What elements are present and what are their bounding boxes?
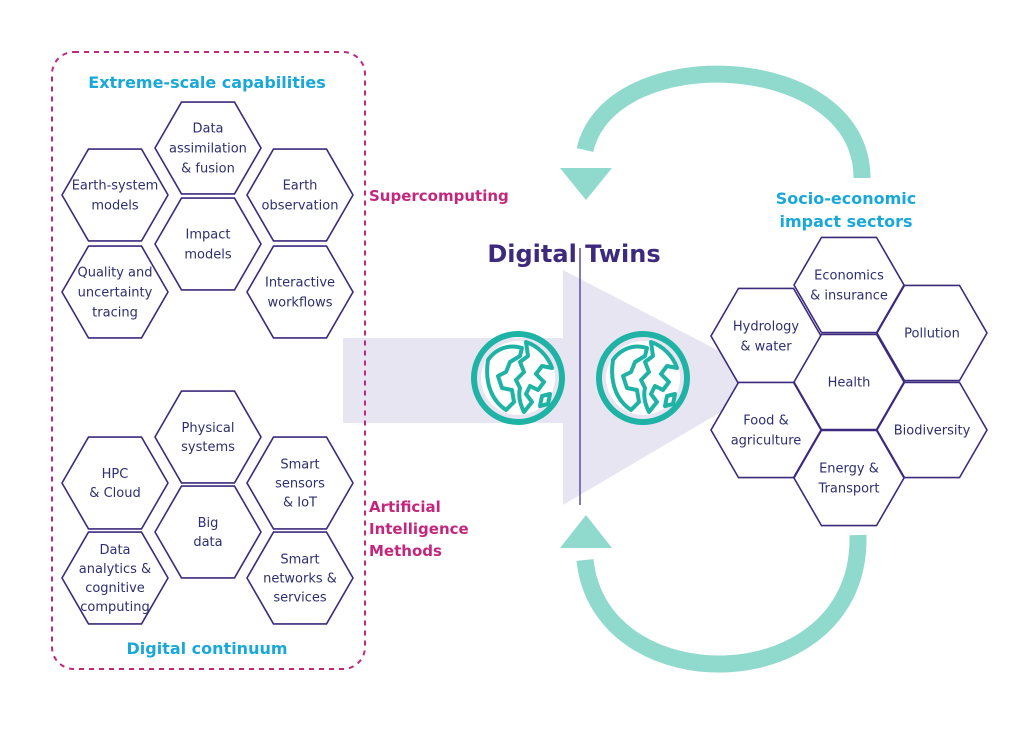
globe-continent: [538, 392, 552, 408]
hex-label: Economics& insurance: [810, 269, 888, 304]
globe-continent: [485, 344, 524, 412]
hex-cell: Energy &Transport: [793, 429, 905, 527]
hex-label: Biodiversity: [894, 424, 971, 439]
cycle-arrow-top-arc: [576, 65, 871, 179]
top-panel-title: Extreme-scale capabilities: [88, 73, 325, 92]
hex-shape: [154, 390, 262, 484]
hex-label: Energy &Transport: [817, 462, 879, 497]
hex-shape: [154, 485, 262, 579]
globe-outline: [596, 331, 690, 425]
hex-shape: [154, 197, 262, 291]
globe-continent: [514, 340, 554, 414]
hex-shape: [61, 148, 169, 242]
hex-shape: [876, 284, 988, 382]
hex-cell: HPC& Cloud: [61, 436, 169, 530]
globe-outline: [471, 331, 565, 425]
hex-shape: [246, 245, 354, 339]
hex-shape: [61, 245, 169, 339]
hex-shape: [61, 436, 169, 530]
cycle-arrow-bottom-arc: [576, 534, 867, 673]
hex-label: Health: [828, 376, 871, 391]
left-panel-frame: [51, 51, 366, 670]
cycle-arrow-bottom: [560, 515, 867, 673]
hex-shape: [61, 531, 169, 625]
digital-twins-title: Digital Twins: [487, 240, 660, 268]
hex-shape: [246, 436, 354, 530]
bottom-panel-title: Digital continuum: [126, 639, 287, 658]
globe-icon: [471, 331, 565, 425]
hex-cell: Economics& insurance: [793, 236, 905, 334]
hex-label: Pollution: [904, 327, 960, 342]
hex-label: Hydrology& water: [733, 320, 800, 355]
hex-cell: Pollution: [876, 284, 988, 382]
cycle-arrow-top-head: [560, 168, 612, 200]
globe-continent: [663, 392, 677, 408]
hex-label: Food &agriculture: [731, 414, 802, 449]
hex-label: HPC& Cloud: [89, 467, 140, 501]
globe-icon: [596, 331, 690, 425]
hex-shape: [246, 148, 354, 242]
supercomputing-label: Supercomputing: [369, 187, 509, 205]
cycle-arrow-bottom-head: [560, 515, 612, 548]
hex-cell: Hydrology& water: [710, 287, 822, 385]
hex-shape: [793, 429, 905, 527]
hex-shape: [154, 101, 262, 195]
globe-continent: [639, 340, 679, 414]
hex-shape: [246, 531, 354, 625]
cycle-arrow-top: [560, 65, 871, 200]
hex-cell: Food &agriculture: [710, 381, 822, 479]
hex-cell: Biodiversity: [876, 381, 988, 479]
globe-continent: [610, 344, 649, 412]
